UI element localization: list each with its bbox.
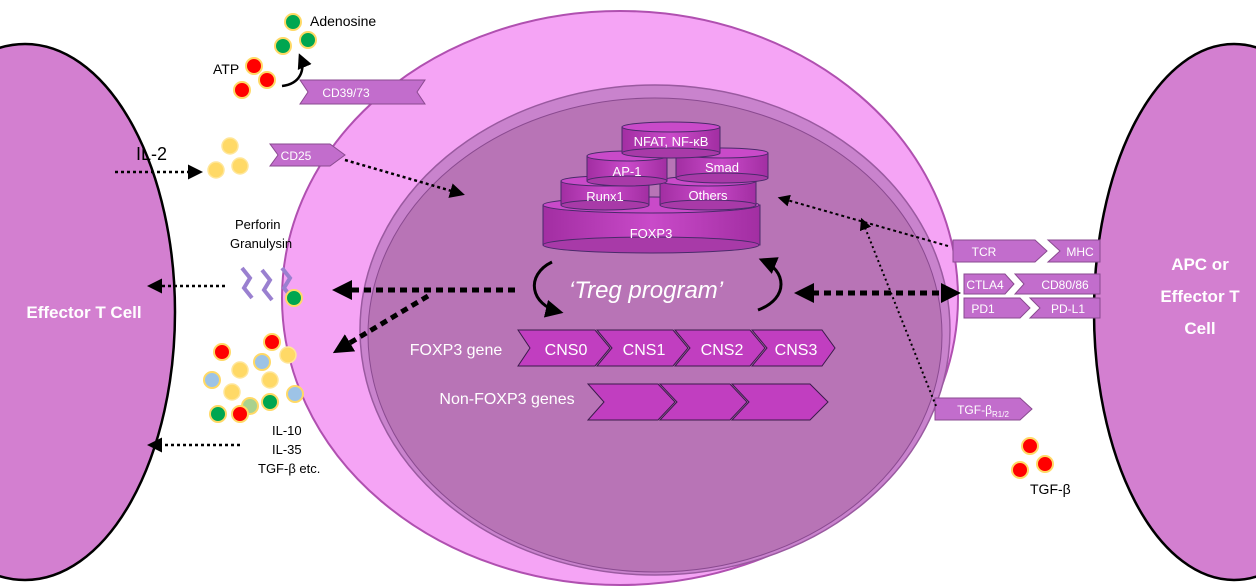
adenosine-molecule: [299, 31, 317, 49]
non-foxp3-genes-row: Non-FOXP3 genes: [439, 383, 829, 421]
apc-cell: APC or Effector T Cell: [1092, 42, 1256, 582]
signal-arrows: [332, 158, 961, 407]
il10-label: IL-10: [272, 423, 302, 438]
non-foxp3-segment-2: [658, 383, 748, 421]
adenosine-atp-group: Adenosine ATP: [213, 13, 376, 99]
tgfb-ligand-group: TGF-β: [1011, 437, 1071, 497]
svg-text:FOXP3: FOXP3: [630, 226, 673, 241]
tgfb-receptor: TGF-βR1/2: [934, 397, 1033, 421]
svg-text:CTLA4: CTLA4: [966, 278, 1004, 292]
svg-text:CNS1: CNS1: [623, 342, 666, 359]
perforin-label: Perforin: [235, 217, 281, 232]
il35-label: IL-35: [272, 442, 302, 457]
svg-text:Runx1: Runx1: [586, 189, 624, 204]
atp-conversion-arrow-icon: [281, 53, 312, 88]
il2-label: IL-2: [136, 144, 167, 164]
transcription-factor-stack: FOXP3 Runx1 Others AP-1 Smad: [542, 121, 769, 254]
cd80-86-receptor: CD80/86: [1013, 273, 1101, 295]
effector-t-cell-label: Effector T Cell: [26, 303, 141, 322]
tgfbr-to-stack-arrow: [859, 217, 937, 407]
non-foxp3-segment-3: [730, 383, 829, 421]
tcr-receptor: TCR: [952, 239, 1048, 263]
ctla4-receptor: CTLA4: [963, 273, 1015, 295]
cns1-segment: CNS1: [595, 329, 689, 367]
pd1-receptor: PD1: [963, 297, 1031, 319]
cd39-73-receptor: CD39/73: [299, 79, 426, 105]
granulysin-label: Granulysin: [230, 236, 292, 251]
svg-text:CNS0: CNS0: [545, 342, 588, 359]
svg-text:CD80/86: CD80/86: [1041, 278, 1089, 292]
atp-label: ATP: [213, 61, 239, 77]
il2-molecule: [221, 137, 239, 155]
ap1-cylinder: AP-1: [586, 150, 668, 187]
perforin-group: Perforin Granulysin: [147, 217, 303, 307]
non-foxp3-segment-1: [586, 383, 676, 421]
left-curved-arrow-icon: [533, 260, 564, 318]
adenosine-molecule: [274, 37, 292, 55]
cns0-segment: CNS0: [517, 329, 611, 367]
il2-group: IL-2: [115, 137, 249, 180]
cytokine-cluster: IL-10 IL-35 TGF-β etc.: [147, 333, 320, 476]
perforin-shape-icon: [260, 268, 274, 302]
cd25-receptor: CD25: [269, 143, 346, 167]
il2-molecule: [207, 161, 225, 179]
svg-text:CNS2: CNS2: [701, 342, 744, 359]
tgfb-etc-label: TGF-β etc.: [258, 461, 320, 476]
tgfb-molecule: [1021, 437, 1039, 455]
svg-text:PD1: PD1: [971, 302, 995, 316]
foxp3-gene-row: FOXP3 gene CNS0 CNS1 CNS2 CNS3: [410, 329, 836, 367]
cd25-to-nucleus-arrow: [344, 158, 465, 198]
treg-program: ‘Treg program’: [533, 257, 783, 318]
adenosine-label: Adenosine: [310, 13, 376, 29]
svg-text:AP-1: AP-1: [613, 164, 642, 179]
cns3-segment: CNS3: [750, 329, 836, 367]
right-curved-arrow-icon: [757, 257, 783, 312]
mhc-receptor: MHC: [1046, 239, 1101, 263]
atp-molecule: [233, 81, 251, 99]
svg-text:Others: Others: [688, 188, 728, 203]
tgfb-molecule: [1036, 455, 1054, 473]
atp-molecule: [258, 71, 276, 89]
treg-program-title: ‘Treg program’: [569, 277, 724, 304]
tcr-to-stack-arrow: [777, 194, 949, 247]
adenosine-molecule: [284, 13, 302, 31]
tgfb-label: TGF-β: [1030, 481, 1071, 497]
apc-label-line3: Cell: [1184, 319, 1215, 338]
svg-text:CD25: CD25: [281, 149, 312, 163]
apc-label-line2: Effector T: [1160, 287, 1240, 306]
effector-t-cell: Effector T Cell: [0, 42, 177, 582]
program-to-cytokines-arrow: [332, 293, 430, 354]
svg-text:CNS3: CNS3: [775, 342, 818, 359]
non-foxp3-genes-label: Non-FOXP3 genes: [439, 391, 574, 408]
perforin-shape-icon: [240, 266, 254, 300]
svg-text:NFAT, NF-κB: NFAT, NF-κB: [634, 134, 709, 149]
svg-text:TCR: TCR: [972, 245, 997, 259]
cns2-segment: CNS2: [673, 329, 766, 367]
svg-text:PD-L1: PD-L1: [1051, 302, 1085, 316]
pdl1-receptor: PD-L1: [1028, 297, 1101, 319]
apc-label-line1: APC or: [1171, 255, 1229, 274]
svg-text:TGF-βR1/2: TGF-βR1/2: [957, 403, 1009, 419]
foxp3-gene-label: FOXP3 gene: [410, 342, 503, 359]
il2-molecule: [231, 157, 249, 175]
svg-text:MHC: MHC: [1066, 245, 1094, 259]
svg-text:CD39/73: CD39/73: [322, 86, 370, 100]
svg-text:Smad: Smad: [705, 160, 739, 175]
nfat-nfkb-cylinder: NFAT, NF-κB: [621, 121, 721, 159]
tgfb-molecule: [1011, 461, 1029, 479]
granulysin-molecule: [285, 289, 303, 307]
atp-molecule: [245, 57, 263, 75]
